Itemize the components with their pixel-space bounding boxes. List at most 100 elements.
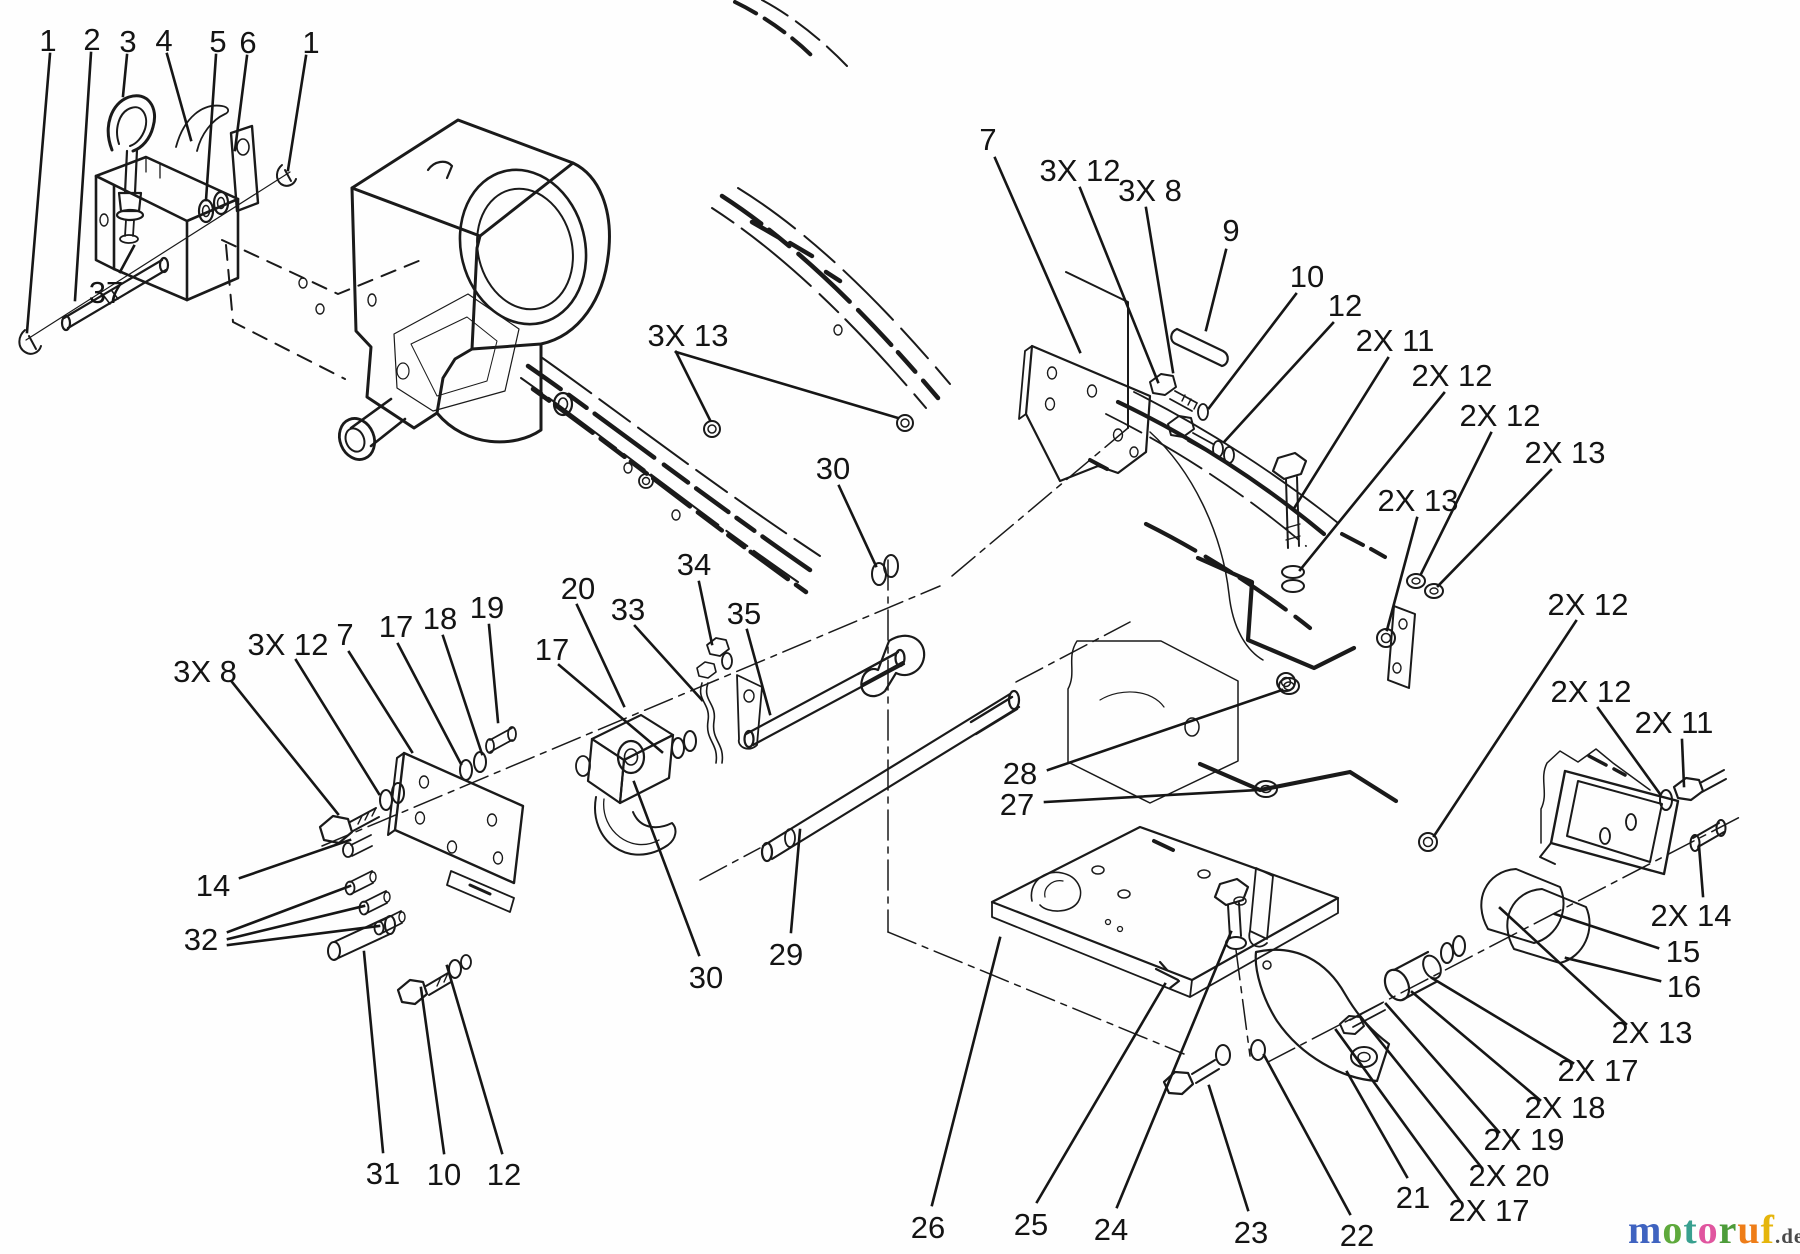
logo-letter: o — [1698, 1207, 1719, 1252]
callout-2x-18-46: 2X 18 — [1524, 1090, 1605, 1125]
leader-15-40-0 — [1553, 912, 1660, 950]
leader-3x-8-22-0 — [230, 680, 340, 816]
leader-2x-13-44-0 — [1498, 906, 1628, 1026]
leader-16-43-0 — [1564, 956, 1662, 983]
leader-2x-18-46-0 — [1410, 990, 1542, 1102]
leader-30-20-0 — [837, 484, 878, 568]
callout-17-25: 17 — [379, 609, 413, 644]
leader-19-27-0 — [487, 623, 500, 724]
leader-34-31-0 — [697, 580, 714, 646]
leader-10-12-0 — [1207, 292, 1298, 410]
logo-letter: r — [1719, 1207, 1738, 1252]
leader-21-55-0 — [1345, 1070, 1409, 1179]
callout-3x-8-22: 3X 8 — [173, 654, 237, 689]
leader-2x-17-45-0 — [1430, 976, 1575, 1065]
leader-2x-13-18-0 — [1436, 468, 1553, 588]
diagram-line-art — [18, 0, 1741, 1096]
logo-letter: u — [1737, 1207, 1760, 1252]
leader-2x-20-48-0 — [1358, 1014, 1484, 1170]
leader-14-37-0 — [238, 838, 352, 880]
callout-7-24: 7 — [336, 617, 353, 652]
leader-2x-14-38-0 — [1697, 844, 1705, 898]
leader-2-1-0 — [73, 51, 93, 302]
leader-2x-11-15-0 — [1291, 356, 1390, 512]
leader-30-42-0 — [632, 780, 701, 957]
callout-16-43: 16 — [1667, 969, 1701, 1004]
callout-2x-14-38: 2X 14 — [1650, 898, 1731, 933]
leader-3x-8-10-0 — [1144, 206, 1175, 374]
leader-5-4-0 — [204, 53, 218, 202]
leader-3x-13-14-1 — [674, 350, 900, 420]
lift-plate-group — [990, 825, 1391, 1096]
callout-32-39: 32 — [184, 922, 218, 957]
leader-6-5-0 — [233, 54, 249, 152]
leader-1-0-0 — [25, 52, 52, 334]
logo-letter: f — [1761, 1207, 1775, 1252]
right-linkage-group — [1067, 391, 1444, 852]
callout-2x-17-56: 2X 17 — [1448, 1193, 1529, 1228]
callout-9-11: 9 — [1222, 213, 1239, 248]
leader-33-30-0 — [633, 624, 704, 702]
callout-35-32: 35 — [727, 596, 761, 631]
leader-32-39-2 — [226, 924, 381, 947]
callout-23-57: 23 — [1234, 1215, 1268, 1250]
leader-2x-13-19-0 — [1385, 516, 1419, 632]
leader-20-28-0 — [575, 603, 626, 708]
callout-26-52: 26 — [911, 1210, 945, 1245]
callout-37-7: 37 — [89, 275, 123, 310]
leader-3x-12-23-0 — [294, 658, 381, 796]
callout-30-20: 30 — [816, 451, 850, 486]
leader-1-6-0 — [286, 54, 308, 172]
callout-5-4: 5 — [209, 24, 226, 59]
callout-2x-13-19: 2X 13 — [1377, 483, 1458, 518]
hitch-rear-group — [1339, 748, 1727, 1035]
leader-35-32-0 — [745, 628, 772, 716]
leader-7-24-0 — [347, 650, 414, 754]
callout-27-36: 27 — [1000, 787, 1034, 822]
callout-2x-13-44: 2X 13 — [1611, 1015, 1692, 1050]
callout-1-0: 1 — [39, 23, 56, 58]
leader-26-52-0 — [930, 936, 1002, 1207]
callout-2x-20-48: 2X 20 — [1468, 1158, 1549, 1193]
leader-3-2-0 — [121, 53, 129, 98]
callout-3x-8-10: 3X 8 — [1118, 173, 1182, 208]
callout-28-35: 28 — [1003, 756, 1037, 791]
callout-12-51: 12 — [487, 1157, 521, 1192]
logo-letter: o — [1662, 1207, 1683, 1252]
leader-9-11-0 — [1204, 248, 1228, 332]
callout-15-40: 15 — [1666, 934, 1700, 969]
leader-31-49-0 — [362, 950, 385, 1154]
leader-3x-13-14-0 — [674, 350, 712, 422]
callout-1-6: 1 — [302, 25, 319, 60]
logo-letter: t — [1683, 1207, 1697, 1252]
callout-7-8: 7 — [979, 122, 996, 157]
leader-12-51-0 — [445, 964, 504, 1155]
callout-2x-17-45: 2X 17 — [1557, 1053, 1638, 1088]
callout-33-30: 33 — [611, 592, 645, 627]
callout-2x-11-15: 2X 11 — [1356, 323, 1435, 358]
callout-19-27: 19 — [470, 590, 504, 625]
leader-29-41-0 — [789, 828, 802, 934]
leader-17-25-0 — [396, 642, 463, 766]
callout-2x-12-21: 2X 12 — [1547, 587, 1628, 622]
callout-2x-12-16: 2X 12 — [1411, 358, 1492, 393]
callout-2x-12-17: 2X 12 — [1459, 398, 1540, 433]
callout-30-42: 30 — [689, 960, 723, 995]
cable-bundles — [520, 0, 951, 595]
callout-34-31: 34 — [677, 547, 711, 582]
leader-27-36-0 — [1043, 788, 1260, 804]
callout-2x-11-34: 2X 11 — [1635, 705, 1714, 740]
leader-22-58-0 — [1262, 1053, 1352, 1216]
leader-24-54-0 — [1115, 930, 1233, 1209]
callout-3-2: 3 — [119, 24, 136, 59]
tubes-and-keeper — [743, 554, 1021, 863]
callout-22-58: 22 — [1340, 1218, 1374, 1253]
upper-mount-bracket-group — [1018, 271, 1235, 483]
leader-4-3-0 — [165, 52, 193, 142]
leader-25-53-0 — [1035, 982, 1167, 1204]
callout-2-1: 2 — [83, 22, 100, 57]
callout-12-13: 12 — [1328, 288, 1362, 323]
leader-32-39-1 — [226, 904, 366, 941]
motoruf-logo[interactable]: motoruf.de — [1628, 1207, 1800, 1252]
